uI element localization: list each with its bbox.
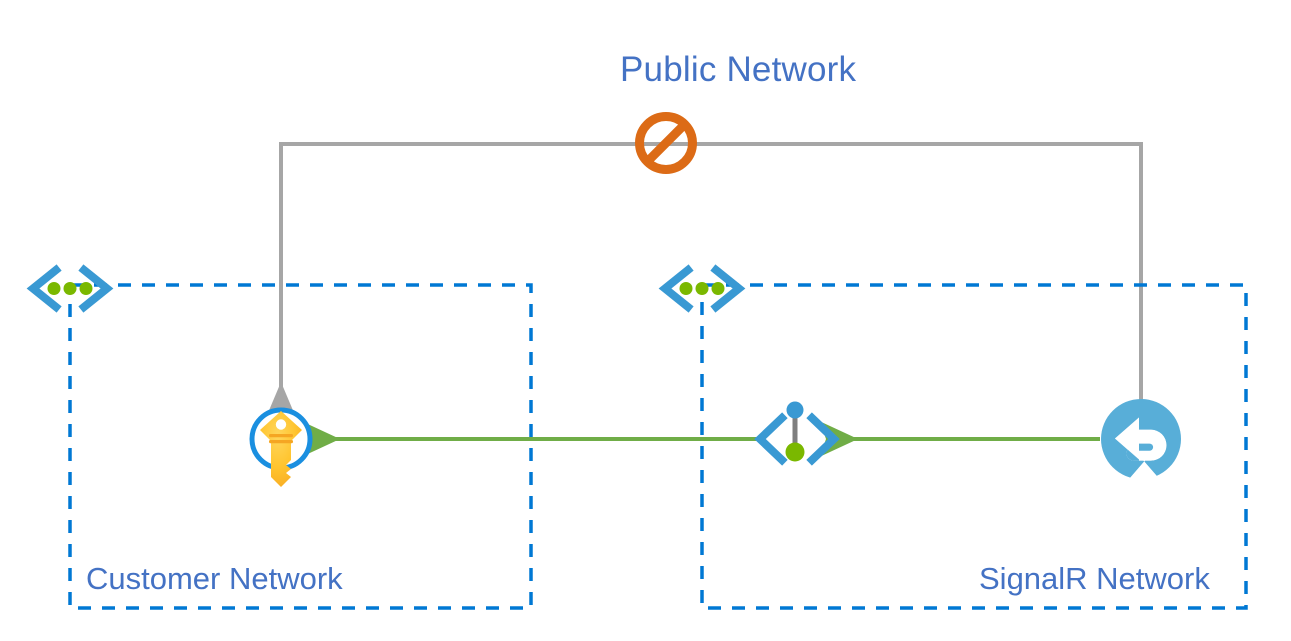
- signalr-r-leg: [1126, 429, 1167, 482]
- signalr-network-boundary: [700, 283, 1248, 610]
- private-endpoint-bottom-node: [785, 442, 805, 462]
- key-line-1: [269, 434, 293, 438]
- private-endpoint-right-bracket: [806, 412, 840, 466]
- no-entry-slash: [644, 121, 688, 165]
- signalr-arrow-r-glyph: [1115, 417, 1167, 482]
- connection-public-path-blocked: [265, 142, 1143, 418]
- no-entry-icon: [635, 112, 697, 174]
- vnet-dot-2-customer: [63, 282, 77, 295]
- page-title: Public Network: [620, 50, 857, 89]
- vnet-dot-1-signalr: [679, 282, 693, 295]
- vnet-left-bracket-signalr: [658, 264, 694, 313]
- zone-signalr-network: [700, 283, 1248, 610]
- signalr-service-icon: [1101, 399, 1181, 482]
- key-body: [260, 411, 302, 487]
- signalr-arrow-head: [1115, 417, 1139, 460]
- vnet-dot-2-signalr: [695, 282, 709, 295]
- no-entry-ring: [635, 112, 697, 174]
- virtual-network-icon-customer: [26, 264, 114, 313]
- key-line-2: [269, 440, 293, 444]
- vnet-right-bracket-customer: [78, 264, 114, 313]
- private-endpoint-top-node: [786, 401, 804, 419]
- signalr-r-counter: [1139, 443, 1154, 451]
- gray-public-route-line: [265, 142, 1143, 418]
- key-vault-icon: [249, 407, 313, 487]
- private-endpoint-left-bracket: [754, 412, 788, 466]
- vnet-right-bracket-signalr: [710, 264, 746, 313]
- private-endpoint-icon: [754, 401, 840, 466]
- key-glyph: [260, 411, 302, 487]
- virtual-network-icon-signalr: [658, 264, 746, 313]
- customer-network-label: Customer Network: [86, 561, 343, 596]
- zone-customer-network: [68, 283, 533, 610]
- customer-network-boundary: [68, 283, 533, 610]
- signalr-network-label: SignalR Network: [979, 561, 1210, 596]
- key-hole: [275, 419, 287, 430]
- vnet-dot-3-customer: [79, 282, 93, 295]
- vnet-dot-1-customer: [47, 282, 61, 295]
- vnet-left-bracket-customer: [26, 264, 62, 313]
- vnet-dot-3-signalr: [711, 282, 725, 295]
